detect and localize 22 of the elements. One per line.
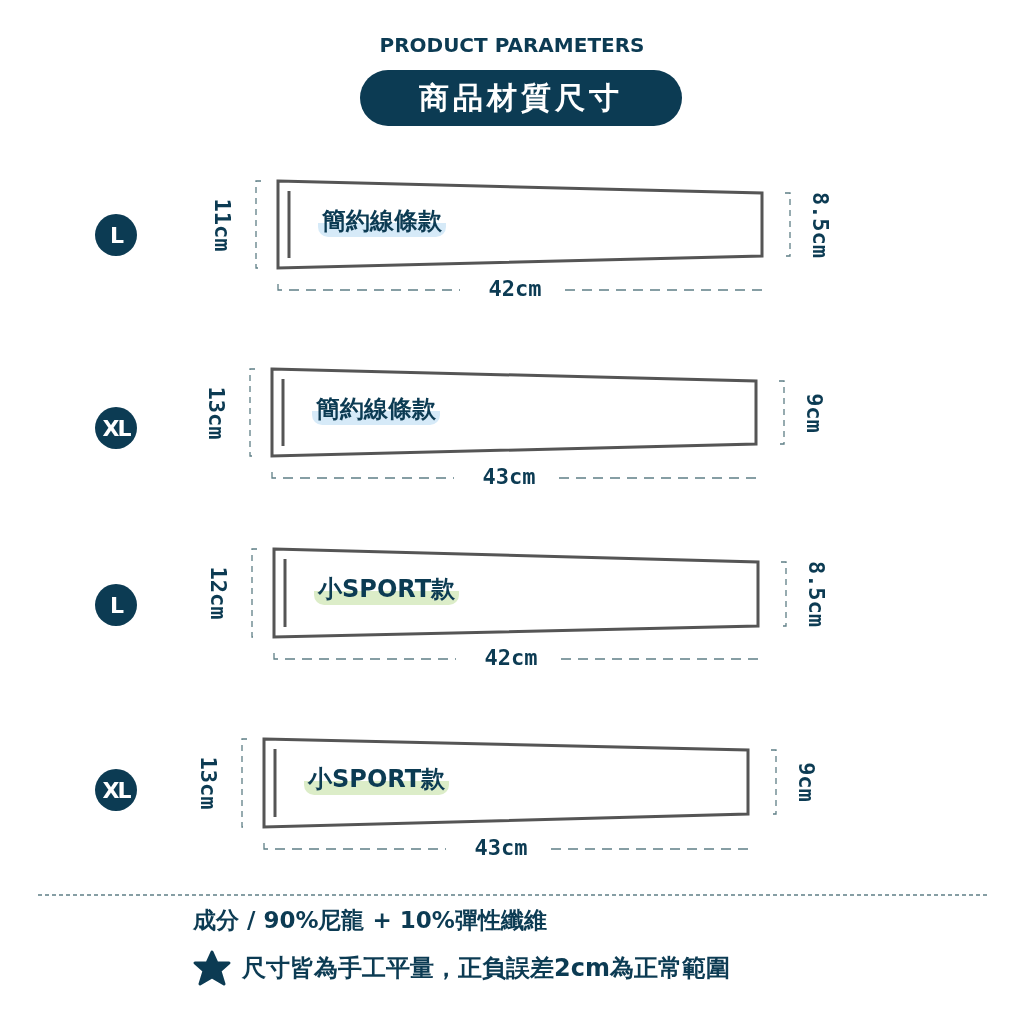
dimension-label: 13cm [203,386,229,439]
dimension-label: 42cm [483,645,539,670]
style-label: 小SPORT款 [304,763,450,795]
dimension-label: 42cm [487,276,543,301]
title-pill: 商品材質尺寸 [360,70,682,126]
dimension-label: 11cm [209,198,235,251]
dimension-label: 8.5cm [803,560,829,628]
dimension-label: 43cm [473,835,529,860]
dimension-label: 12cm [205,566,231,620]
size-badge: XL [95,769,137,811]
dimension-label: 9cm [793,762,819,802]
title: PRODUCT PARAMETERS [378,33,646,57]
size-badge: XL [95,407,137,449]
dimension-label: 9cm [801,392,827,433]
size-badge: L [95,214,137,256]
composition-text: 成分 / 90%尼龍 + 10%彈性纖維 [193,906,547,935]
dimension-label: 8.5cm [807,191,833,258]
style-label: 小SPORT款 [314,573,460,605]
size-badge: L [95,584,137,626]
dimension-label: 43cm [481,464,537,489]
dimension-label: 13cm [195,756,221,810]
note-text: 尺寸皆為手工平量，正負誤差2cm為正常範圍 [242,953,730,984]
